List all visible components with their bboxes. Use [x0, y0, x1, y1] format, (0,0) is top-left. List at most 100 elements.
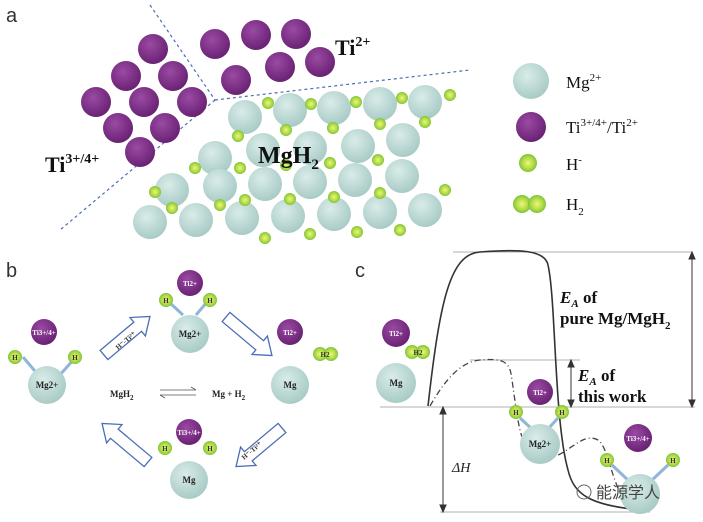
- ti-mixed-ion: [111, 61, 141, 91]
- hydride-ion: [351, 226, 363, 238]
- ti-mixed-ion: [129, 87, 159, 117]
- ti-mixed-cluster: [81, 34, 207, 167]
- panel-c: c EA of pure Mg/MgH2: [355, 249, 696, 514]
- b-top-h2: [203, 293, 217, 307]
- svg-text:H2: H2: [321, 351, 330, 359]
- c-mid-h1: [509, 405, 523, 419]
- ti2-ion: [241, 20, 271, 50]
- b-center-equilibrium: MgH2 Mg + H2: [110, 386, 246, 402]
- legend-h2-swatch: [513, 195, 546, 213]
- mg-ion: [386, 123, 420, 157]
- ti-mixed-label: Ti3+/4+: [45, 152, 99, 177]
- panel-a: a Ti3+/4+ Ti2+ MgH2 Mg2+: [6, 4, 638, 244]
- equilibrium-arrows: [159, 386, 197, 399]
- hydride-ion: [280, 124, 292, 136]
- c-right-unit: Ti3+/4+ H H: [600, 424, 680, 514]
- hydride-ion: [149, 186, 161, 198]
- mg-ion: [408, 193, 442, 227]
- c-left-unit: Ti2+ H2 Mg: [376, 319, 430, 403]
- ti-mixed-ion: [138, 34, 168, 64]
- b-left-ti-text: Ti3+/4+: [32, 329, 55, 337]
- hydride-ion: [324, 157, 336, 169]
- c-middle-unit: Ti2+ H H Mg2+: [509, 379, 569, 464]
- watermark: 能源学人: [576, 483, 660, 502]
- hydride-ion: [350, 96, 362, 108]
- b-right-ti-ion: [277, 319, 303, 345]
- mg-ion: [338, 163, 372, 197]
- hydride-ion: [439, 184, 451, 196]
- svg-text:Ti3+/4+: Ti3+/4+: [626, 435, 649, 443]
- arrow-top-left: [99, 315, 151, 361]
- svg-text:Ti3+/4+: Ti3+/4+: [177, 429, 200, 437]
- ti2-ion: [200, 29, 230, 59]
- mg-ion: [155, 173, 189, 207]
- svg-text:H: H: [12, 354, 18, 362]
- ti-mixed-ion: [150, 113, 180, 143]
- c-ea-arrows: [439, 250, 696, 514]
- b-top-h1: [159, 293, 173, 307]
- svg-text:H: H: [559, 409, 565, 417]
- c-mid-mg-ion: [520, 424, 560, 464]
- b-right-h2-a: [313, 347, 327, 361]
- mgh2-lattice: [133, 85, 456, 244]
- b-top-unit: Ti2+ H H Mg2+: [159, 270, 217, 353]
- svg-text:H: H: [513, 409, 519, 417]
- c-reference-lines: [380, 251, 695, 513]
- b-bottom-unit: Ti3+/4+ H H Mg: [158, 419, 217, 499]
- svg-text:Ti2+: Ti2+: [283, 329, 297, 337]
- hydride-ion: [166, 202, 178, 214]
- legend: Mg2+ Ti3+/4+/Ti2+ H- H2: [513, 63, 638, 218]
- ti2-cluster: [200, 19, 335, 95]
- hydride-ion: [239, 194, 251, 206]
- b-left-ti-ion: [31, 319, 57, 345]
- hydride-ion: [328, 191, 340, 203]
- b-bottom-ti-ion: [176, 419, 202, 445]
- mg-ion: [273, 93, 307, 127]
- b-center-mgh2: MgH2: [110, 389, 134, 402]
- ti2-ion: [281, 19, 311, 49]
- svg-text:Mg: Mg: [183, 475, 196, 485]
- mg-ion: [317, 91, 351, 125]
- mg-ion: [228, 100, 262, 134]
- hydride-ion: [259, 232, 271, 244]
- mg-ion: [293, 165, 327, 199]
- b-top-ti-ion: [177, 270, 203, 296]
- mg-ion: [179, 203, 213, 237]
- svg-text:H: H: [670, 457, 676, 465]
- panel-a-letter: a: [6, 5, 18, 27]
- legend-mg-label: Mg2+: [566, 72, 601, 92]
- ti-mixed-ion: [158, 61, 188, 91]
- arrow-bottom-right: [235, 422, 287, 468]
- c-ea-work-line2: this work: [578, 387, 647, 406]
- mg-ion: [341, 129, 375, 163]
- hydride-ion: [419, 116, 431, 128]
- c-ea-pure-line1: EA of: [559, 288, 597, 310]
- watermark-icon: [576, 484, 592, 500]
- svg-text:Ti2+: Ti2+: [183, 280, 197, 288]
- c-left-mg-atom: [376, 363, 416, 403]
- c-left-h2-a: [405, 345, 419, 359]
- b-left-unit: Ti3+/4+ Mg2+ H H: [8, 319, 82, 404]
- mg-ion: [271, 199, 305, 233]
- hydride-ion: [372, 154, 384, 166]
- b-left-h1: [8, 350, 22, 364]
- c-delta-h: ΔH: [451, 461, 471, 476]
- hydride-ion: [234, 162, 246, 174]
- svg-text:H: H: [207, 445, 213, 453]
- panel-b: b Ti3+/4+ Mg2+ H H Ti2+ H H Mg2+: [6, 260, 338, 499]
- mg-ion: [317, 197, 351, 231]
- hydride-ion: [189, 162, 201, 174]
- hydride-ion: [214, 199, 226, 211]
- svg-text:Mg: Mg: [284, 380, 297, 390]
- c-left-ti-ion: [382, 319, 410, 347]
- mg-ion: [385, 159, 419, 193]
- ti2-label: Ti2+: [335, 35, 370, 60]
- mg-ion: [246, 133, 280, 167]
- svg-text:H: H: [604, 457, 610, 465]
- b-center-mg-h2: Mg + H2: [212, 389, 246, 402]
- ti-mixed-ion: [81, 87, 111, 117]
- c-left-h2-b: [416, 345, 430, 359]
- hydride-ion: [284, 193, 296, 205]
- svg-text:H2: H2: [414, 349, 423, 357]
- c-ea-pure-line2: pure Mg/MgH2: [560, 309, 671, 332]
